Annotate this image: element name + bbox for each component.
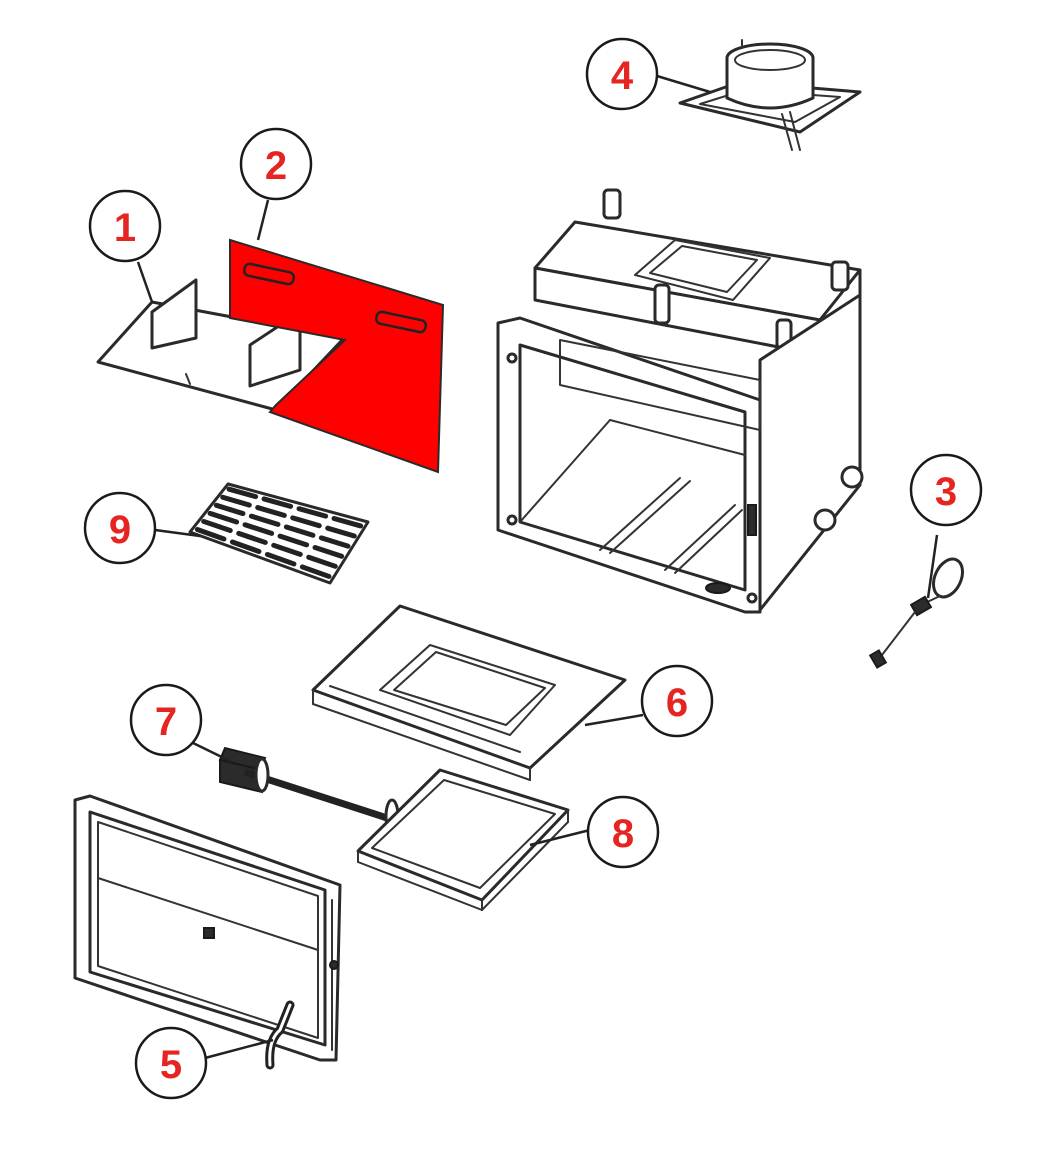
callout-3-label: 3 (935, 470, 957, 514)
grate-slot (331, 515, 364, 529)
callout-7: 7 (129, 683, 203, 757)
grate-slot (229, 539, 262, 554)
callout-8-label: 8 (612, 812, 634, 856)
callout-6: 6 (640, 664, 714, 738)
leader-1 (136, 261, 154, 303)
grate-slot (283, 524, 316, 538)
callout-1: 1 (88, 189, 162, 263)
grate-slot (296, 506, 329, 519)
grate-slot (242, 522, 275, 536)
callout-4: 4 (585, 37, 659, 111)
part-firebox-body (496, 188, 864, 614)
leader-3 (926, 534, 939, 599)
leader-4 (656, 74, 711, 94)
grate-slot (226, 486, 259, 500)
part-ash-drawer (356, 768, 570, 911)
grate-slot (306, 554, 338, 569)
callout-2-label: 2 (265, 144, 287, 188)
grate-slot (255, 505, 287, 518)
callout-5-label: 5 (160, 1043, 182, 1087)
leader-lines (136, 74, 939, 1060)
callout-3: 3 (909, 453, 983, 527)
leader-8 (529, 828, 591, 847)
grate-slot (201, 518, 233, 534)
grate-slot (264, 551, 297, 567)
leader-2 (256, 199, 270, 241)
part-grate (188, 482, 370, 585)
grate-slot (325, 525, 357, 539)
part-back-panel (229, 238, 445, 474)
grate-slot (220, 494, 252, 508)
grate-slot (261, 496, 294, 509)
back-panel-highlight (229, 238, 445, 474)
callout-1-label: 1 (114, 206, 136, 250)
callout-8: 8 (586, 795, 660, 869)
callout-9: 9 (83, 491, 157, 565)
back-panel-slot-lower (374, 310, 428, 334)
grate-slot (213, 502, 246, 517)
leader-7 (190, 740, 233, 764)
grate-slot (312, 545, 345, 559)
grate-slot (207, 510, 240, 525)
back-panel-slot-upper (242, 262, 296, 286)
grate-slot (236, 530, 268, 545)
callout-9-label: 9 (109, 508, 131, 552)
callout-6-label: 6 (666, 681, 688, 725)
grate-slot (277, 533, 310, 548)
grate-slot (248, 513, 281, 527)
part-ash-pan-tray (311, 604, 627, 781)
leader-5 (204, 1038, 274, 1060)
leader-9 (154, 528, 201, 538)
grate-slot (318, 535, 351, 549)
callout-4-label: 4 (611, 54, 634, 98)
callout-7-label: 7 (155, 700, 177, 744)
callout-2: 2 (239, 127, 313, 201)
part-front-door (73, 794, 342, 1070)
part-flue-collar (678, 39, 862, 151)
leader-6 (584, 713, 644, 727)
callout-5: 5 (134, 1026, 208, 1100)
grate-slot (299, 564, 332, 579)
grate-slot (194, 526, 227, 542)
grate-slot (290, 515, 322, 529)
part-igniter-cord (868, 557, 965, 669)
grate-slot (271, 542, 303, 557)
